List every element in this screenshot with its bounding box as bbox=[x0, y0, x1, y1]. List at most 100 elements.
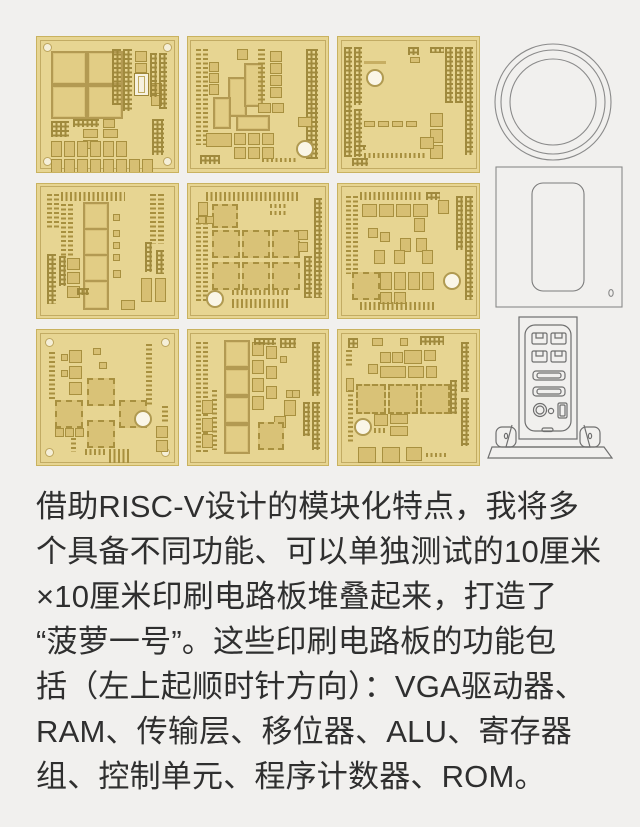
smd-pad bbox=[103, 129, 118, 138]
edge-connector bbox=[312, 342, 321, 397]
edge-connector bbox=[456, 195, 463, 250]
smd-pad bbox=[77, 159, 88, 172]
smd-pad bbox=[140, 277, 152, 302]
pin-header bbox=[231, 289, 290, 295]
smd-pad bbox=[103, 141, 114, 157]
smd-pad bbox=[279, 356, 287, 364]
smd-pad bbox=[298, 229, 309, 240]
smd-pad bbox=[129, 159, 140, 172]
plcc-socket bbox=[388, 384, 419, 415]
edge-connector bbox=[304, 255, 313, 298]
pin-header bbox=[261, 157, 296, 162]
smd-pad bbox=[116, 141, 127, 157]
dip-socket bbox=[83, 253, 109, 282]
smd-pad bbox=[380, 366, 407, 379]
pin-header bbox=[279, 338, 296, 349]
caption-line-7: 组、控制单元、程序计数器、ROM。 bbox=[36, 759, 546, 794]
smd-pad bbox=[201, 418, 213, 433]
pin-header bbox=[51, 121, 69, 137]
hero-image-area bbox=[36, 36, 636, 473]
silkscreen-text bbox=[364, 61, 387, 64]
smd-pad bbox=[392, 121, 404, 127]
pin-header bbox=[123, 49, 132, 111]
usb-connector bbox=[358, 447, 377, 463]
port-group-dsub bbox=[532, 370, 566, 397]
smd-pad bbox=[413, 203, 429, 217]
smd-pad bbox=[113, 253, 120, 261]
dip-socket bbox=[235, 115, 270, 131]
io-panel-drawing bbox=[486, 315, 636, 473]
smd-pad bbox=[390, 426, 409, 437]
plcc-socket bbox=[257, 422, 284, 451]
enclosure-front-drawing bbox=[494, 165, 630, 315]
caption-line-2: 个具备不同功能、可以单独测试的10厘米 bbox=[36, 534, 602, 569]
article-caption: 借助RISC-V设计的模块化特点，我将多 个具备不同功能、可以单独测试的10厘米… bbox=[36, 484, 610, 799]
plcc-socket bbox=[87, 420, 115, 449]
smd-pad bbox=[420, 137, 435, 149]
smd-pad bbox=[265, 386, 277, 400]
smd-pad bbox=[265, 366, 277, 380]
smd-pad bbox=[408, 271, 421, 290]
pin-header bbox=[205, 191, 298, 201]
smd-pad bbox=[64, 141, 75, 157]
smd-pad bbox=[208, 84, 219, 95]
pin-header bbox=[426, 191, 441, 200]
smd-pad bbox=[414, 217, 426, 232]
port-group-upper bbox=[531, 332, 567, 363]
pin-header bbox=[144, 241, 152, 272]
pin-header bbox=[231, 299, 290, 309]
io-panel-stand bbox=[487, 424, 614, 459]
smd-pad bbox=[291, 390, 300, 399]
smd-pad bbox=[392, 352, 404, 364]
smd-pad bbox=[410, 57, 421, 63]
mount-hole bbox=[45, 338, 54, 348]
pin-header bbox=[109, 449, 129, 463]
pin-header bbox=[354, 144, 367, 150]
usb-connector bbox=[406, 447, 423, 461]
pin-header bbox=[360, 191, 423, 200]
smd-pad bbox=[155, 426, 168, 439]
pin-header bbox=[73, 119, 99, 127]
smd-pad bbox=[380, 231, 391, 242]
pcb-board-vga-driver bbox=[36, 36, 179, 173]
mount-hole bbox=[162, 156, 172, 166]
pin-header bbox=[112, 49, 121, 105]
oscillator bbox=[296, 139, 315, 158]
smd-pad bbox=[379, 203, 395, 217]
pin-header bbox=[49, 352, 55, 401]
push-button bbox=[205, 290, 224, 309]
pin-header bbox=[61, 191, 125, 201]
smd-pad bbox=[201, 400, 213, 415]
mount-hole bbox=[45, 448, 54, 457]
smd-pad bbox=[90, 141, 101, 157]
pin-header bbox=[352, 157, 369, 166]
plcc-socket bbox=[356, 384, 387, 415]
smd-pad bbox=[75, 428, 84, 438]
pin-header bbox=[47, 253, 56, 304]
smd-pad bbox=[424, 350, 437, 362]
pin-header bbox=[47, 193, 52, 228]
smd-pad bbox=[61, 354, 68, 362]
pin-header bbox=[257, 49, 265, 101]
pcb-grid bbox=[36, 36, 480, 466]
pin-header bbox=[346, 350, 353, 369]
pin-header bbox=[202, 217, 208, 302]
caption-line-5: 括（左上起顺时针方向）：VGA驱动器、 bbox=[36, 669, 586, 704]
pin-header bbox=[161, 406, 168, 425]
plcc-socket bbox=[55, 400, 83, 429]
smd-pad bbox=[416, 237, 428, 252]
smd-pad bbox=[261, 133, 274, 145]
pcb-board-alu bbox=[337, 329, 480, 466]
edge-connector bbox=[455, 47, 463, 103]
smd-pad bbox=[396, 203, 412, 217]
pin-header bbox=[149, 193, 156, 244]
smd-pad bbox=[61, 370, 68, 378]
dip-socket bbox=[212, 97, 231, 129]
smd-pad bbox=[135, 51, 147, 62]
pcb-board-transport-layer bbox=[337, 36, 480, 173]
smd-pad bbox=[205, 215, 214, 224]
dip-socket bbox=[83, 201, 109, 230]
pin-header bbox=[426, 453, 449, 457]
pin-header bbox=[149, 53, 157, 97]
dip-socket bbox=[223, 396, 250, 425]
